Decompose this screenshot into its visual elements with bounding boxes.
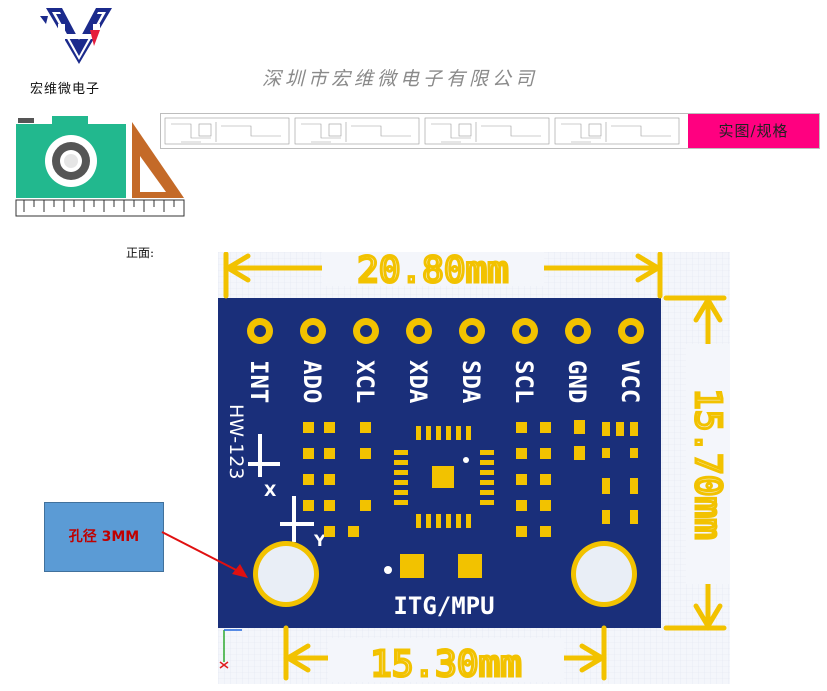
- width-dimension-label: 20.80mm: [357, 252, 509, 291]
- camera-icon: [15, 116, 185, 217]
- hole-spacing-dimension-label: 15.30mm: [370, 644, 522, 684]
- ruler-icon: [15, 199, 185, 217]
- front-label: 正面:: [126, 246, 155, 260]
- axis-x-label: X: [264, 481, 277, 500]
- callout-arrow-icon: [161, 531, 248, 578]
- view-axis-icon: [219, 629, 242, 669]
- chip-label: ITG/MPU: [393, 592, 494, 620]
- model-label: HW-123: [225, 404, 247, 479]
- pin-label-xda: XDA: [404, 360, 432, 404]
- axis-y-label: Y: [313, 531, 326, 550]
- pin-label-int: INT: [245, 360, 273, 403]
- company-name: 深圳市宏维微电子有限公司: [262, 68, 539, 90]
- hole-diameter-callout: 孔径 3MM: [44, 502, 164, 572]
- logo-text: 宏维微电子: [30, 82, 101, 97]
- board-photo: INT ADO XCL XDA SDA SCL GND VCC HW-123 X…: [218, 252, 730, 684]
- pin-label-vcc: VCC: [616, 360, 644, 403]
- height-dimension-label: 15.70mm: [687, 388, 728, 540]
- pin-label-ado: ADO: [298, 360, 326, 403]
- set-square-icon: [132, 122, 184, 198]
- circuit-pattern-icon: [164, 117, 680, 145]
- pin-label-sda: SDA: [457, 360, 485, 404]
- hv-logo-icon: [40, 8, 112, 64]
- pin-label-gnd: GND: [563, 360, 591, 403]
- axis-arrows-icon: [248, 434, 314, 542]
- section-banner: 实图/规格: [160, 113, 820, 149]
- pin-label-xcl: XCL: [351, 360, 379, 403]
- banner-label: 实图/规格: [688, 114, 819, 148]
- pin-label-scl: SCL: [510, 360, 538, 403]
